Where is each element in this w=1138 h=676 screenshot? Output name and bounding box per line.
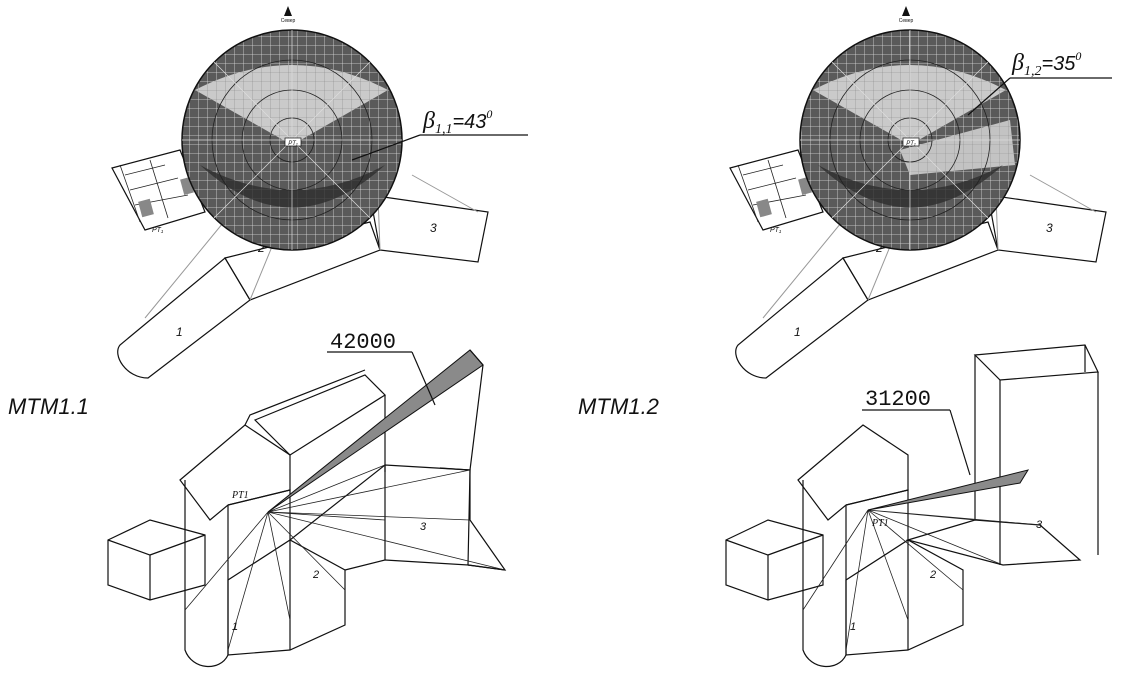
sphere-point-label: PT₁ — [288, 141, 298, 147]
angle-leader-line — [351, 134, 421, 161]
sun-path-sphere — [181, 29, 403, 251]
zone-label-2: 2 — [257, 241, 265, 255]
angle-leader-line — [967, 77, 1011, 116]
compass-label: Север — [899, 18, 914, 24]
zone-3d-label-1: 1 — [850, 621, 856, 633]
zone-label-3: 3 — [430, 221, 437, 235]
point-label-3d: PT1 — [231, 490, 249, 501]
sun-path-sphere — [799, 29, 1021, 251]
zone-label-3: 3 — [1046, 221, 1053, 235]
zone-3d-label-1: 1 — [232, 621, 238, 633]
panel-right: Север PT₁ 1 2 3 PT₁ — [578, 6, 1112, 668]
angle-subscript: 1,2 — [1024, 64, 1042, 79]
building-plan — [729, 149, 824, 231]
angle-label: β1,2=350 — [1011, 49, 1081, 79]
plan-point-label: PT₁ — [770, 227, 782, 234]
zone-label-2: 2 — [875, 241, 883, 255]
model-label: МТМ1.1 — [8, 394, 89, 419]
zone-3d-label-3: 3 — [1036, 519, 1043, 531]
angle-label: β1,1=430 — [422, 107, 492, 137]
plan-point-label: PT₁ — [152, 227, 164, 234]
height-value: 31200 — [865, 387, 931, 412]
sphere-point-label: PT₁ — [906, 141, 916, 147]
zone-label-1: 1 — [794, 325, 801, 339]
model-3d — [725, 344, 1099, 668]
zone-label-1: 1 — [176, 325, 183, 339]
angle-symbol: β — [422, 108, 435, 134]
zone-3d-label-2: 2 — [929, 569, 936, 581]
compass-label: Север — [281, 18, 296, 24]
model-3d — [107, 349, 507, 668]
zone-3d-label-3: 3 — [420, 521, 427, 533]
height-leader-line — [949, 409, 971, 476]
north-arrow-icon — [902, 6, 910, 16]
zone-3d-label-2: 2 — [312, 569, 319, 581]
north-arrow-icon — [284, 6, 292, 16]
zone-outlines — [117, 174, 489, 379]
angle-degree: 0 — [1075, 49, 1081, 63]
panel-left: Север PT₁ 1 2 3 PT₁ — [8, 6, 528, 668]
height-value: 42000 — [330, 330, 396, 355]
point-label-3d: PT1 — [871, 518, 889, 529]
height-leader-line — [411, 351, 436, 406]
angle-subscript: 1,1 — [435, 122, 453, 137]
angle-symbol: β — [1011, 50, 1024, 76]
angle-degree: 0 — [486, 107, 492, 121]
angle-value: =35 — [1041, 53, 1076, 75]
angle-value: =43 — [452, 111, 486, 133]
model-label: МТМ1.2 — [578, 394, 659, 419]
